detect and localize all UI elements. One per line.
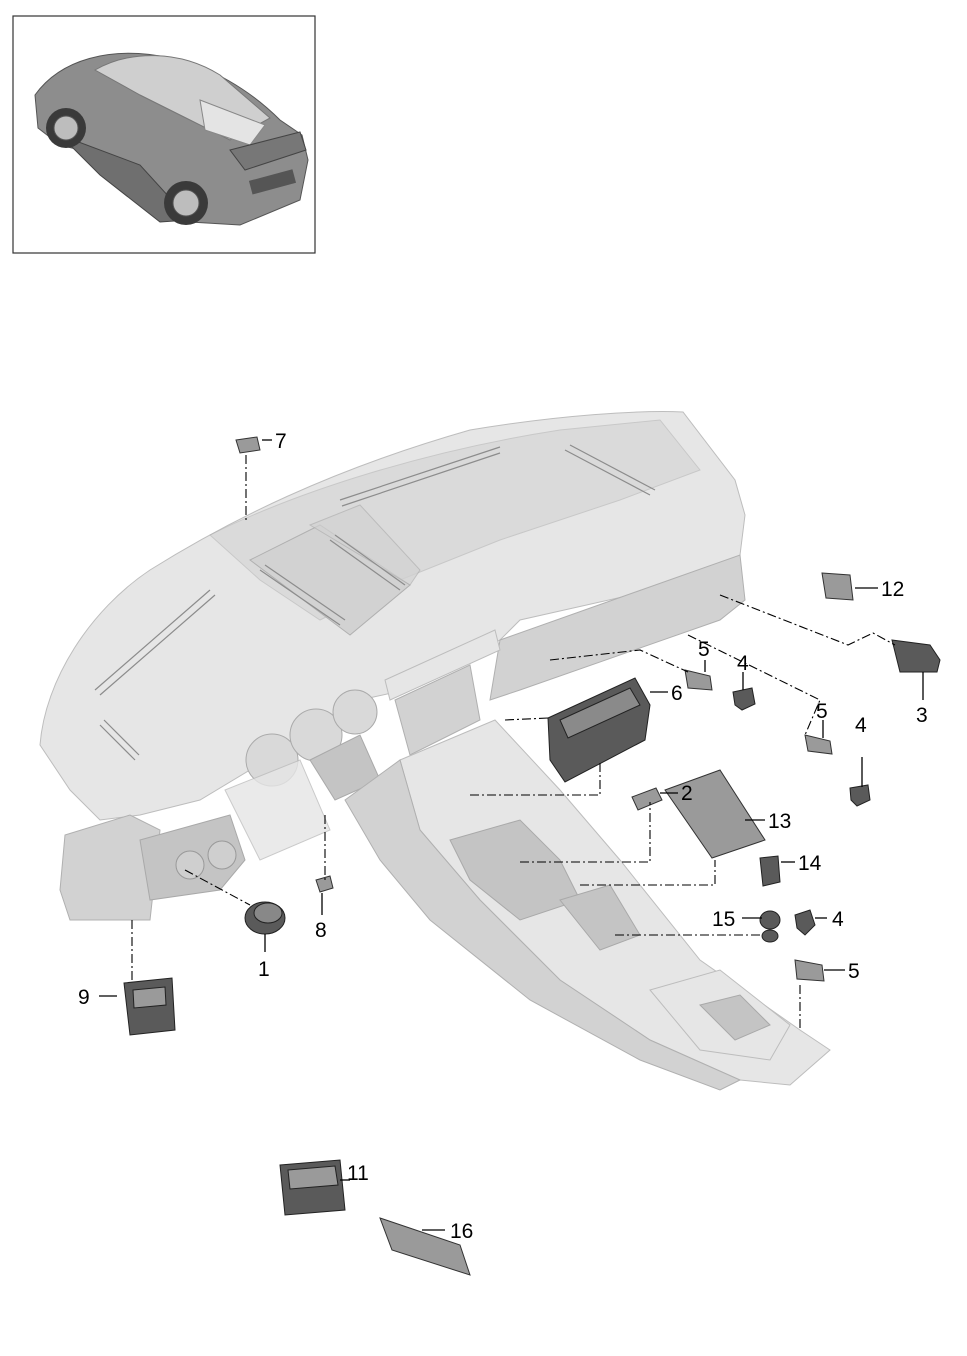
part-4-knob-c bbox=[794, 909, 816, 936]
callout-14: 14 bbox=[798, 852, 822, 875]
dashboard-assembly bbox=[39, 411, 746, 921]
callout-labels: 7 12 3 5 4 6 2 5 4 13 14 15 4 5 1 8 9 11… bbox=[78, 430, 928, 1243]
part-15-ring bbox=[759, 910, 781, 943]
callout-15: 15 bbox=[712, 908, 735, 931]
part-13-switch-panel bbox=[664, 769, 766, 859]
part-4-knob-a bbox=[732, 687, 756, 711]
callout-2: 2 bbox=[681, 782, 693, 805]
part-11-switch-module bbox=[279, 1159, 346, 1216]
callout-7: 7 bbox=[275, 430, 287, 453]
callout-6: 6 bbox=[671, 682, 683, 705]
part-5-socket-b bbox=[804, 734, 833, 755]
callout-8: 8 bbox=[315, 919, 327, 942]
callout-11: 11 bbox=[347, 1162, 369, 1185]
part-16-trim-strip bbox=[379, 1217, 471, 1276]
part-1-light-switch bbox=[244, 901, 286, 935]
car-illustration bbox=[34, 52, 309, 226]
part-7-sensor bbox=[235, 436, 261, 454]
callout-5b: 5 bbox=[816, 700, 828, 723]
leader-lines bbox=[99, 439, 924, 1231]
part-5-socket-a bbox=[684, 669, 713, 691]
part-8-clip bbox=[315, 875, 334, 893]
part-14-socket bbox=[759, 855, 781, 887]
instrument-cluster bbox=[245, 689, 378, 787]
part-4-knob-b bbox=[849, 784, 871, 807]
callout-3: 3 bbox=[916, 704, 928, 727]
callout-16: 16 bbox=[450, 1220, 473, 1243]
callout-13: 13 bbox=[768, 810, 791, 833]
callout-1: 1 bbox=[258, 958, 270, 981]
part-12-button bbox=[821, 572, 854, 601]
callout-5c: 5 bbox=[848, 960, 860, 983]
defrost-vents bbox=[94, 444, 656, 761]
vehicle-thumbnail bbox=[12, 15, 316, 254]
part-2-switch bbox=[631, 787, 663, 811]
callout-4b: 4 bbox=[855, 714, 867, 737]
callout-12: 12 bbox=[881, 578, 904, 601]
center-console bbox=[344, 719, 831, 1091]
part-9-switch-panel bbox=[123, 977, 176, 1036]
connection-lines bbox=[131, 455, 896, 1030]
callout-4c: 4 bbox=[832, 908, 844, 931]
part-5-socket-c bbox=[794, 959, 825, 982]
callout-5a: 5 bbox=[698, 638, 710, 661]
callout-9: 9 bbox=[78, 986, 90, 1009]
callout-4a: 4 bbox=[737, 652, 749, 675]
part-6-control-unit bbox=[547, 677, 651, 783]
part-3-bracket bbox=[891, 639, 941, 673]
